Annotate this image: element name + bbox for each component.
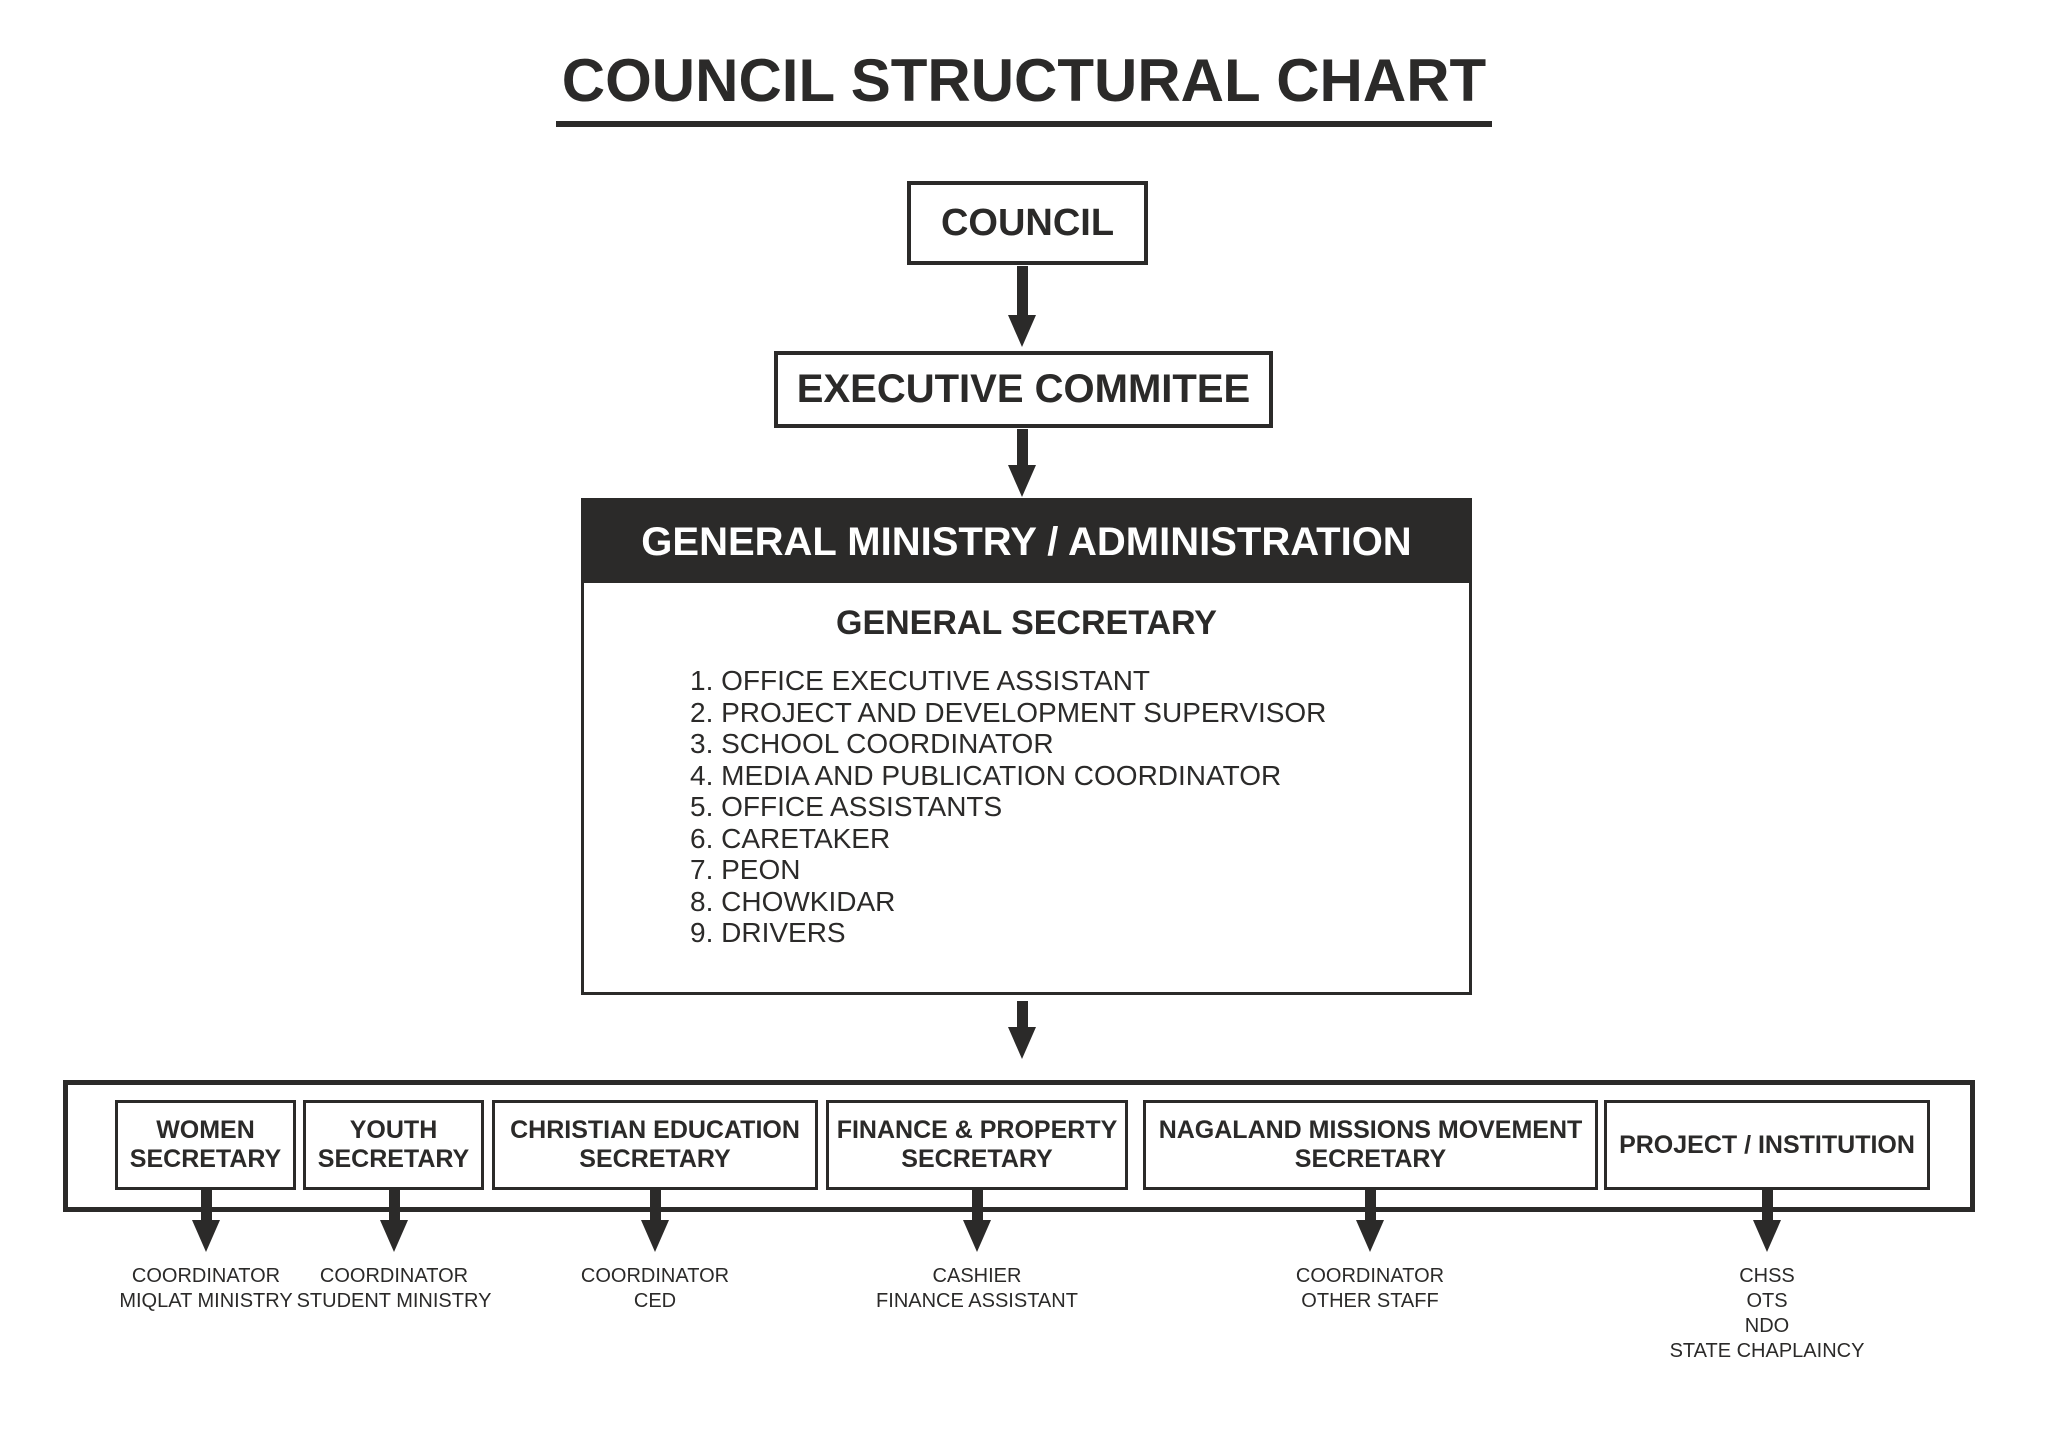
node-executive-committee-label: EXECUTIVE COMMITEE xyxy=(796,367,1251,411)
dept-box-finance-property-secretary: FINANCE & PROPERTY SECRETARY xyxy=(826,1100,1128,1190)
dept-box-label: WOMEN SECRETARY xyxy=(129,1116,282,1173)
arrow-stem xyxy=(649,1190,661,1220)
dept-subordinates-finance: CASHIER FINANCE ASSISTANT xyxy=(876,1265,1078,1312)
dept-subordinates-youth: COORDINATOR STUDENT MINISTRY xyxy=(296,1265,492,1312)
dept-box-label: YOUTH SECRETARY xyxy=(317,1116,470,1173)
page-title: COUNCIL STRUCTURAL CHART xyxy=(555,46,1493,127)
node-council-label: COUNCIL xyxy=(940,201,1115,244)
arrow-stem xyxy=(1016,266,1028,315)
arrow-head xyxy=(963,1220,991,1252)
arrow-down-icon xyxy=(1356,1190,1384,1252)
dept-subordinates-christian-education: COORDINATOR CED xyxy=(580,1265,730,1312)
arrow-stem xyxy=(1364,1190,1376,1220)
arrow-head xyxy=(1008,465,1036,497)
arrow-down-icon xyxy=(641,1190,669,1252)
arrow-down-icon xyxy=(192,1190,220,1252)
arrow-stem xyxy=(388,1190,400,1220)
title-wrap: COUNCIL STRUCTURAL CHART xyxy=(0,46,2048,127)
arrow-down-icon xyxy=(963,1190,991,1252)
general-secretary-label: GENERAL SECRETARY xyxy=(836,604,1217,642)
dept-box-label: CHRISTIAN EDUCATION SECRETARY xyxy=(510,1116,800,1173)
arrow-down-icon xyxy=(380,1190,408,1252)
dept-box-label: PROJECT / INSTITUTION xyxy=(1619,1130,1915,1159)
dept-subordinates-nagaland-missions: COORDINATOR OTHER STAFF xyxy=(1295,1265,1445,1312)
arrow-stem xyxy=(1016,1001,1028,1027)
arrow-head xyxy=(1356,1220,1384,1252)
dept-subordinates-project-institution: CHSS OTS NDO STATE CHAPLAINCY xyxy=(1669,1265,1865,1362)
arrow-stem xyxy=(1761,1190,1773,1220)
arrow-stem xyxy=(1016,429,1028,465)
arrow-head xyxy=(1008,1027,1036,1059)
arrow-down-icon xyxy=(1008,266,1036,347)
arrow-head xyxy=(641,1220,669,1252)
dept-box-project-institution: PROJECT / INSTITUTION xyxy=(1604,1100,1930,1190)
general-ministry-staff-list: 1. OFFICE EXECUTIVE ASSISTANT 2. PROJECT… xyxy=(690,665,1327,948)
dept-subordinates-women: COORDINATOR MIQLAT MINISTRY xyxy=(119,1265,293,1312)
dept-box-christian-education-secretary: CHRISTIAN EDUCATION SECRETARY xyxy=(492,1100,818,1190)
general-ministry-header: GENERAL MINISTRY / ADMINISTRATION xyxy=(584,501,1469,583)
arrow-head xyxy=(1753,1220,1781,1252)
node-council: COUNCIL xyxy=(907,181,1148,265)
node-executive-committee: EXECUTIVE COMMITEE xyxy=(774,351,1273,428)
arrow-down-icon xyxy=(1753,1190,1781,1252)
arrow-down-icon xyxy=(1008,429,1036,497)
dept-box-label: NAGALAND MISSIONS MOVEMENT SECRETARY xyxy=(1158,1116,1583,1173)
dept-box-label: FINANCE & PROPERTY SECRETARY xyxy=(836,1116,1118,1173)
arrow-head xyxy=(380,1220,408,1252)
arrow-head xyxy=(1008,315,1036,347)
arrow-stem xyxy=(200,1190,212,1220)
dept-box-women-secretary: WOMEN SECRETARY xyxy=(115,1100,296,1190)
arrow-stem xyxy=(971,1190,983,1220)
dept-box-nagaland-missions-movement-secretary: NAGALAND MISSIONS MOVEMENT SECRETARY xyxy=(1143,1100,1598,1190)
dept-box-youth-secretary: YOUTH SECRETARY xyxy=(303,1100,484,1190)
node-general-ministry-administration: GENERAL MINISTRY / ADMINISTRATION GENERA… xyxy=(581,498,1472,995)
arrow-head xyxy=(192,1220,220,1252)
arrow-down-icon xyxy=(1008,1001,1036,1059)
